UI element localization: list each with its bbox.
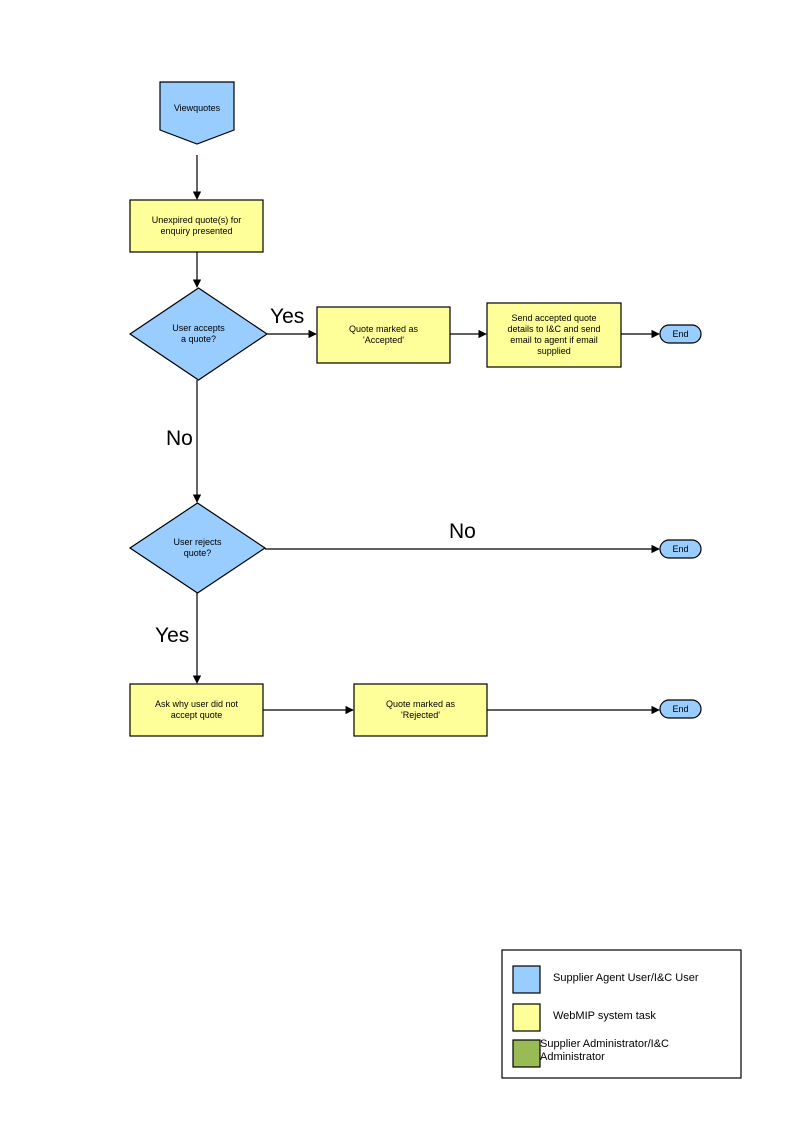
legend-box bbox=[501, 949, 742, 1079]
legend-swatch-webmip-system-task bbox=[512, 1003, 541, 1032]
connector-group bbox=[192, 155, 660, 715]
legend-label-supplier-agent-user: Supplier Agent User/I&C User bbox=[553, 972, 699, 984]
edge-label-yes-rejects: Yes bbox=[155, 624, 190, 647]
node-quote-marked-rejected[interactable] bbox=[353, 683, 488, 737]
edge-label-no-rejects: No bbox=[449, 520, 476, 543]
node-unexpired-quotes[interactable] bbox=[129, 199, 264, 253]
node-end-accepted[interactable] bbox=[659, 324, 702, 344]
node-end-no-reject[interactable] bbox=[659, 539, 702, 559]
legend-swatch-supplier-administrator bbox=[512, 1039, 541, 1068]
node-send-accepted-details[interactable] bbox=[486, 302, 622, 368]
legend-swatch-supplier-agent-user bbox=[512, 965, 541, 994]
edge-label-yes-accepts: Yes bbox=[270, 305, 305, 328]
node-ask-why-not-accepted[interactable] bbox=[129, 683, 264, 737]
node-end-rejected[interactable] bbox=[659, 699, 702, 719]
node-quote-marked-accepted[interactable] bbox=[316, 306, 451, 364]
node-decision-user-accepts[interactable] bbox=[128, 287, 269, 381]
node-start-viewquotes[interactable] bbox=[159, 81, 235, 145]
legend-label-supplier-administrator: Supplier Administrator/I&C Administrator bbox=[540, 1038, 669, 1063]
edge-label-no-accepts: No bbox=[166, 427, 193, 450]
legend-label-webmip-system-task: WebMIP system task bbox=[553, 1010, 656, 1022]
node-decision-user-rejects[interactable] bbox=[128, 502, 267, 594]
